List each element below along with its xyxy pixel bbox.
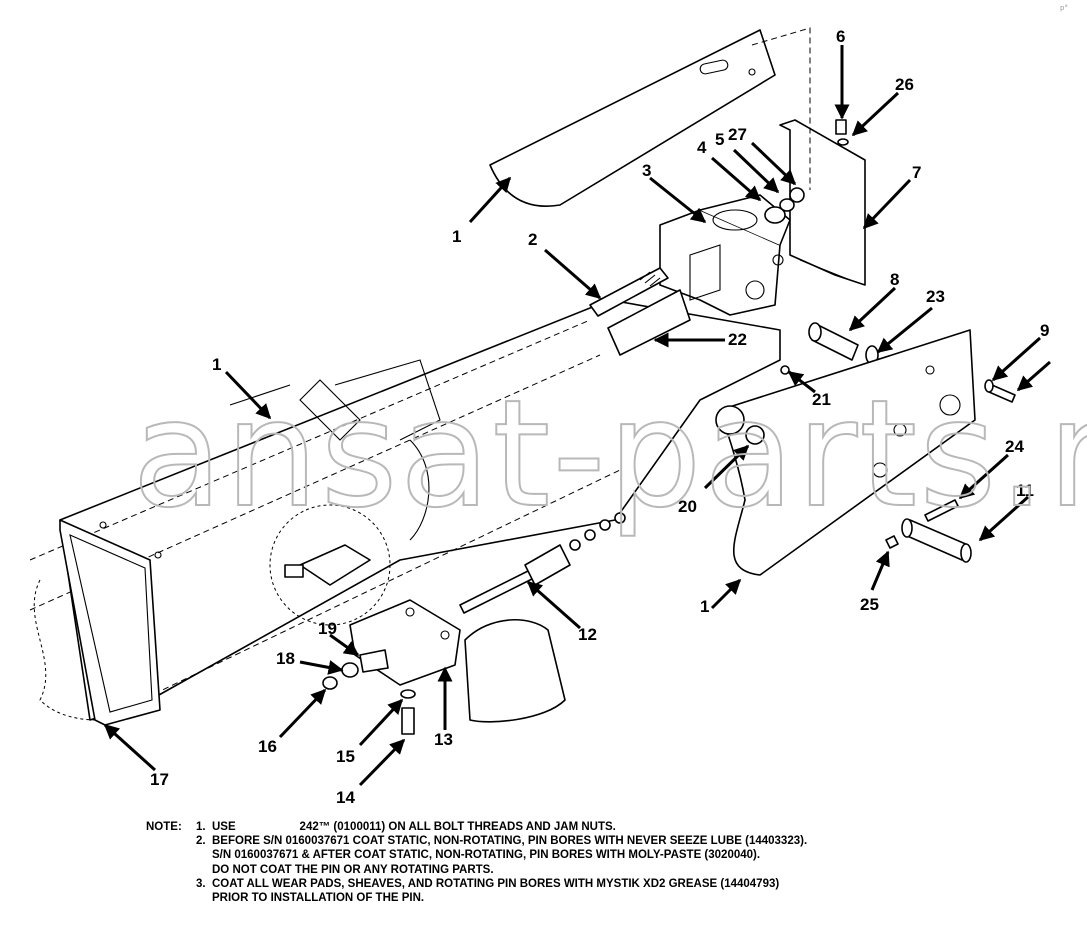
callout-8: 8 xyxy=(890,270,899,289)
callout-14: 14 xyxy=(336,788,355,807)
callout-22: 22 xyxy=(728,330,747,349)
callout-1: 1 xyxy=(212,355,221,374)
pin-8 xyxy=(808,322,879,365)
note-text: BEFORE S/N 0160037671 COAT STATIC, NON-R… xyxy=(212,835,808,848)
callout-15: 15 xyxy=(336,747,355,766)
side-plate-right xyxy=(715,329,976,576)
callout-7: 7 xyxy=(912,163,921,182)
callout-17: 17 xyxy=(150,770,169,789)
note-text: USE 242™ (0100011) ON ALL BOLT THREADS A… xyxy=(212,821,616,833)
wear-pad-top xyxy=(489,29,776,207)
callout-18: 18 xyxy=(276,649,295,668)
bracket xyxy=(751,27,866,286)
callout-2: 2 xyxy=(528,230,537,249)
callout-12: 12 xyxy=(578,625,597,644)
pin-11 xyxy=(885,499,972,563)
note-number: 1. xyxy=(196,821,206,833)
callout-26: 26 xyxy=(895,75,914,94)
callout-1: 1 xyxy=(700,597,709,616)
cable-assembly xyxy=(459,512,626,614)
note-3: 3. COAT ALL WEAR PADS, SHEAVES, AND ROTA… xyxy=(146,877,1006,891)
callout-1: 1 xyxy=(452,227,461,246)
callout-24: 24 xyxy=(1005,437,1024,456)
callout-23: 23 xyxy=(926,287,945,306)
callout-3: 3 xyxy=(642,161,651,180)
callout-16: 16 xyxy=(258,737,277,756)
callout-21: 21 xyxy=(812,390,831,409)
callout-13: 13 xyxy=(434,730,453,749)
bolt-top xyxy=(835,119,849,146)
threaded-rod xyxy=(589,267,691,356)
note-number: 2. xyxy=(196,835,206,848)
end-frame xyxy=(59,519,162,726)
callout-labels: 1 1 1 2 3 4 5 6 7 8 9 11 12 13 14 15 16 … xyxy=(150,27,1049,807)
callout-25: 25 xyxy=(860,595,879,614)
note-number: 3. xyxy=(196,877,206,890)
callout-20: 20 xyxy=(678,497,697,516)
callout-5: 5 xyxy=(715,130,724,149)
jam-nuts xyxy=(764,187,805,224)
notes-heading: NOTE: xyxy=(146,821,182,833)
bolt-hardware xyxy=(322,365,790,735)
callout-11: 11 xyxy=(1016,481,1034,500)
corner-mark: p° xyxy=(1060,4,1068,12)
callout-4: 4 xyxy=(697,138,707,157)
note-2: 2. BEFORE S/N 0160037671 COAT STATIC, NO… xyxy=(146,834,1006,848)
callout-27: 27 xyxy=(728,125,747,144)
callout-19: 19 xyxy=(318,619,337,638)
callout-6: 6 xyxy=(836,27,845,46)
note-text: DO NOT COAT THE PIN OR ANY ROTATING PART… xyxy=(212,863,494,876)
callout-9: 9 xyxy=(1040,321,1049,340)
bolt-9 xyxy=(984,379,1016,403)
note-text: S/N 0160037671 & AFTER COAT STATIC, NON-… xyxy=(212,849,761,862)
watermark: ansat-parts.ru xyxy=(132,368,1087,540)
detail-circle xyxy=(269,504,391,626)
note-1: NOTE: 1. USE 242™ (0100011) ON ALL BOLT … xyxy=(146,820,1006,834)
notes-block: NOTE: 1. USE 242™ (0100011) ON ALL BOLT … xyxy=(146,820,1006,905)
note-text: PRIOR TO INSTALLATION OF THE PIN. xyxy=(212,892,425,905)
leader-arrows xyxy=(103,45,1051,787)
boom-section xyxy=(29,299,781,721)
note-text: COAT ALL WEAR PADS, SHEAVES, AND ROTATIN… xyxy=(212,877,780,890)
